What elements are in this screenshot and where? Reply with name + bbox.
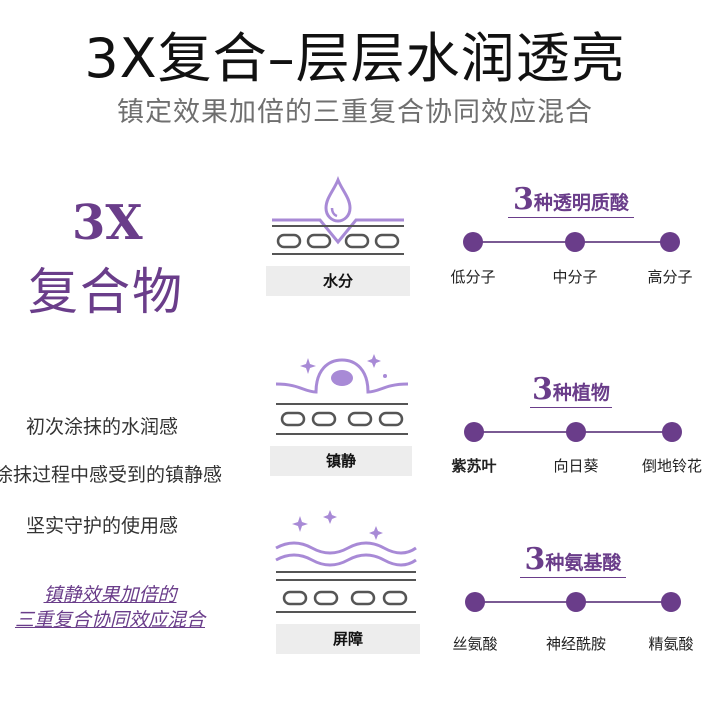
ingredient-label: 低分子 [450,268,496,286]
calming-cell-skin-icon [275,354,409,435]
icon-label-moisture: 水分 [266,266,410,296]
synergy-line-2: 三重复合协同效应混合 [14,609,205,631]
icon-label-calming: 镇静 [270,446,412,476]
ingredient-label: 向日葵 [553,457,599,475]
page-subtitle: 镇定效果加倍的三重复合协同效应混合 [117,97,593,128]
group-title-plants: 3种植物 [530,372,612,408]
group-count: 3 [513,182,534,217]
ingredient-label: 高分子 [647,268,693,286]
ingredient-dot [463,232,483,252]
synergy-caption: 镇静效果加倍的 三重复合协同效应混合 [2,583,218,633]
ingredient-label: 倒地铃花 [641,457,702,475]
barrier-wave-skin-icon [275,510,417,613]
group-count: 3 [524,542,546,577]
group-count: 3 [532,372,553,407]
water-drop-skin-icon [272,176,404,255]
ingredient-dot [465,592,485,612]
ingredient-label: 丝氨酸 [452,635,498,653]
group-text: 种氨基酸 [545,552,622,574]
icon-label-barrier: 屏障 [276,624,420,654]
ingredient-dot [661,592,681,612]
ingredient-dot [464,422,484,442]
big-compound-heading: 复合物 [28,263,184,321]
group-title-amino-acids: 3种氨基酸 [520,542,626,578]
ingredient-dot [662,422,682,442]
feeling-text-1: 初次涂抹的水润感 [26,416,179,438]
ingredient-label: 紫苏叶 [451,457,497,475]
big-3x-heading: 3X [72,195,143,251]
ingredient-dot [565,232,585,252]
group-text: 种透明质酸 [533,192,629,214]
ingredient-dot [566,422,586,442]
page-title: 3X复合–层层水润透亮 [84,27,626,90]
ingredient-dot [660,232,680,252]
feeling-text-2: 涂抹过程中感受到的镇静感 [0,464,223,486]
group-title-hyaluronic: 3种透明质酸 [508,182,634,218]
feeling-text-3: 坚实守护的使用感 [26,515,179,537]
ingredient-label: 中分子 [552,268,598,286]
ingredient-label: 精氨酸 [648,635,694,653]
group-text: 种植物 [552,382,610,404]
ingredient-label: 神经酰胺 [545,635,606,653]
synergy-line-1: 镇静效果加倍的 [43,584,177,606]
ingredient-dot [566,592,586,612]
